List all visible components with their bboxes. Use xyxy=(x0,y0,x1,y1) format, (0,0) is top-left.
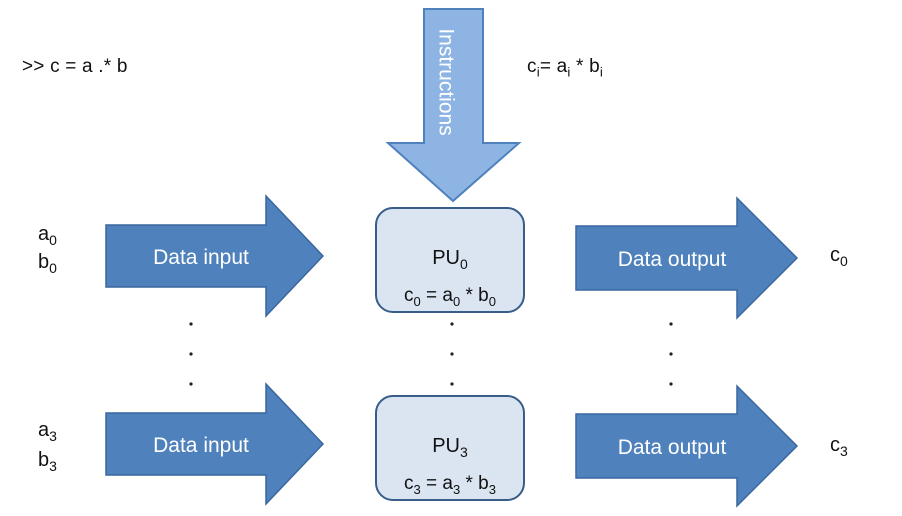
pu-title: PU0 xyxy=(432,247,468,272)
ellipsis-left xyxy=(189,322,193,386)
processing-unit-box xyxy=(375,395,525,501)
data-output-label: Data output xyxy=(618,436,727,459)
instructions-arrow xyxy=(385,8,522,203)
input-a-label: a0 xyxy=(38,223,57,248)
data-input-label: Data input xyxy=(153,434,249,457)
data-output-arrow xyxy=(575,196,799,320)
command-text: >> c = a .* b xyxy=(22,56,128,77)
pu-title: PU3 xyxy=(432,435,468,460)
input-b-label: b0 xyxy=(38,251,57,276)
ellipsis-right xyxy=(669,322,673,386)
input-a-label: a3 xyxy=(38,419,57,444)
output-c-label: c3 xyxy=(830,434,848,459)
data-input-arrow xyxy=(105,194,325,318)
input-b-label: b3 xyxy=(38,449,57,474)
pu-equation: c3 = a3 * b3 xyxy=(404,473,496,497)
processing-unit-box xyxy=(375,207,525,313)
data-input-arrow xyxy=(105,382,325,506)
instructions-label: Instructions xyxy=(434,28,457,135)
data-output-arrow xyxy=(575,384,799,508)
data-output-label: Data output xyxy=(618,248,727,271)
pu-equation: c0 = a0 * b0 xyxy=(404,285,496,309)
data-input-label: Data input xyxy=(153,246,249,269)
formula-text: ci= ai * bi xyxy=(527,56,604,80)
output-c-label: c0 xyxy=(830,244,848,269)
ellipsis-center xyxy=(450,322,454,386)
